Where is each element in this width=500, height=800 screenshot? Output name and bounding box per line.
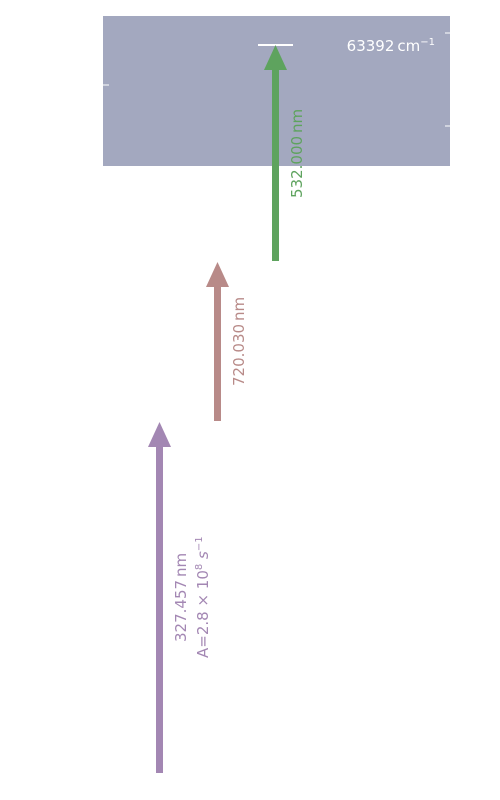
arrow-head: [206, 262, 229, 287]
arrow-shaft: [214, 284, 221, 421]
level-exponent: −1: [420, 37, 435, 48]
arrow-head: [264, 45, 287, 70]
transition-arrow-purple: 327.457nm A=2.8 × 108 s−1: [148, 422, 212, 773]
arrow-head: [148, 422, 171, 447]
transition-arrow-rose: 720.030nm: [206, 262, 248, 421]
einstein-coefficient-label: A=2.8 × 108 s−1: [194, 536, 212, 658]
wavelength-label-green: 532.000nm: [288, 109, 306, 198]
wavelength-label-rose: 720.030nm: [230, 297, 248, 386]
level-value: 63392: [347, 37, 395, 55]
arrow-shaft: [272, 68, 279, 261]
transition-arrow-green: 532.000nm: [264, 45, 306, 261]
wavelength-label-purple: 327.457nm: [172, 553, 190, 642]
level-unit: cm: [397, 37, 420, 55]
arrow-shaft: [156, 444, 163, 773]
